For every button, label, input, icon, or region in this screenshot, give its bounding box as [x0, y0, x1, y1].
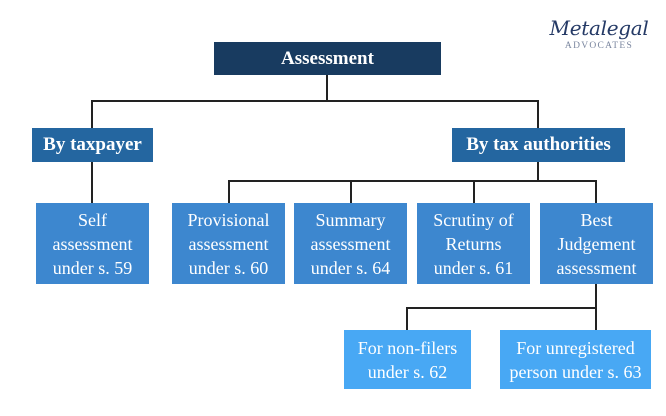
node-line: under s. 64 [310, 257, 391, 278]
node-line: For unregistered [516, 337, 635, 358]
node-by-taxpayer-label: By taxpayer [43, 134, 142, 155]
logo-tagline: ADVOCATES [564, 41, 634, 51]
node-summary-assessment: Summary assessment under s. 64 [294, 203, 407, 284]
connector-to-scrutiny [473, 180, 475, 203]
node-line: under s. 62 [367, 361, 448, 382]
connector-level1-horizontal [91, 100, 539, 102]
node-line: person under s. 63 [509, 361, 642, 382]
connector-to-provisional [228, 180, 230, 203]
connector-root-down [326, 75, 328, 101]
connector-to-taxpayer [91, 100, 93, 128]
node-line: assessment [52, 233, 133, 254]
node-for-unregistered-person: For unregistered person under s. 63 [500, 330, 651, 389]
node-by-taxpayer: By taxpayer [32, 128, 153, 162]
node-by-tax-authorities-label: By tax authorities [466, 134, 611, 155]
node-assessment: Assessment [214, 42, 441, 75]
node-best-judgement-assessment: Best Judgement assessment [540, 203, 653, 284]
connector-to-unregistered [595, 307, 597, 330]
node-line: Provisional [187, 209, 270, 230]
node-self-assessment: Self assessment under s. 59 [36, 203, 149, 284]
node-line: Judgement [557, 233, 636, 254]
node-line: Best [580, 209, 613, 230]
node-line: Self [78, 209, 107, 230]
node-line: assessment [188, 233, 269, 254]
connector-authorities-down [537, 162, 539, 181]
connector-to-non-filers [406, 307, 408, 330]
node-line: under s. 59 [52, 257, 133, 278]
node-by-tax-authorities: By tax authorities [452, 128, 625, 162]
node-assessment-label: Assessment [281, 47, 374, 69]
connector-best-down [595, 284, 597, 308]
node-line: assessment [556, 257, 637, 278]
connector-level2-horizontal [228, 180, 597, 182]
metalegal-logo: Metalegal ADVOCATES [548, 16, 650, 52]
node-line: Returns [445, 233, 502, 254]
connector-to-best-judgement [595, 180, 597, 203]
connector-to-summary [350, 180, 352, 203]
node-scrutiny-of-returns: Scrutiny of Returns under s. 61 [417, 203, 530, 284]
logo-name: Metalegal [549, 16, 649, 40]
connector-taxpayer-to-self [91, 162, 93, 203]
node-line: under s. 60 [188, 257, 269, 278]
node-line: For non-filers [357, 337, 458, 358]
node-line: under s. 61 [433, 257, 514, 278]
connector-level3-horizontal [406, 307, 597, 309]
node-line: Summary [315, 209, 386, 230]
node-line: assessment [310, 233, 391, 254]
node-provisional-assessment: Provisional assessment under s. 60 [172, 203, 285, 284]
node-for-non-filers: For non-filers under s. 62 [344, 330, 471, 389]
connector-to-authorities [537, 100, 539, 128]
node-line: Scrutiny of [433, 209, 514, 230]
